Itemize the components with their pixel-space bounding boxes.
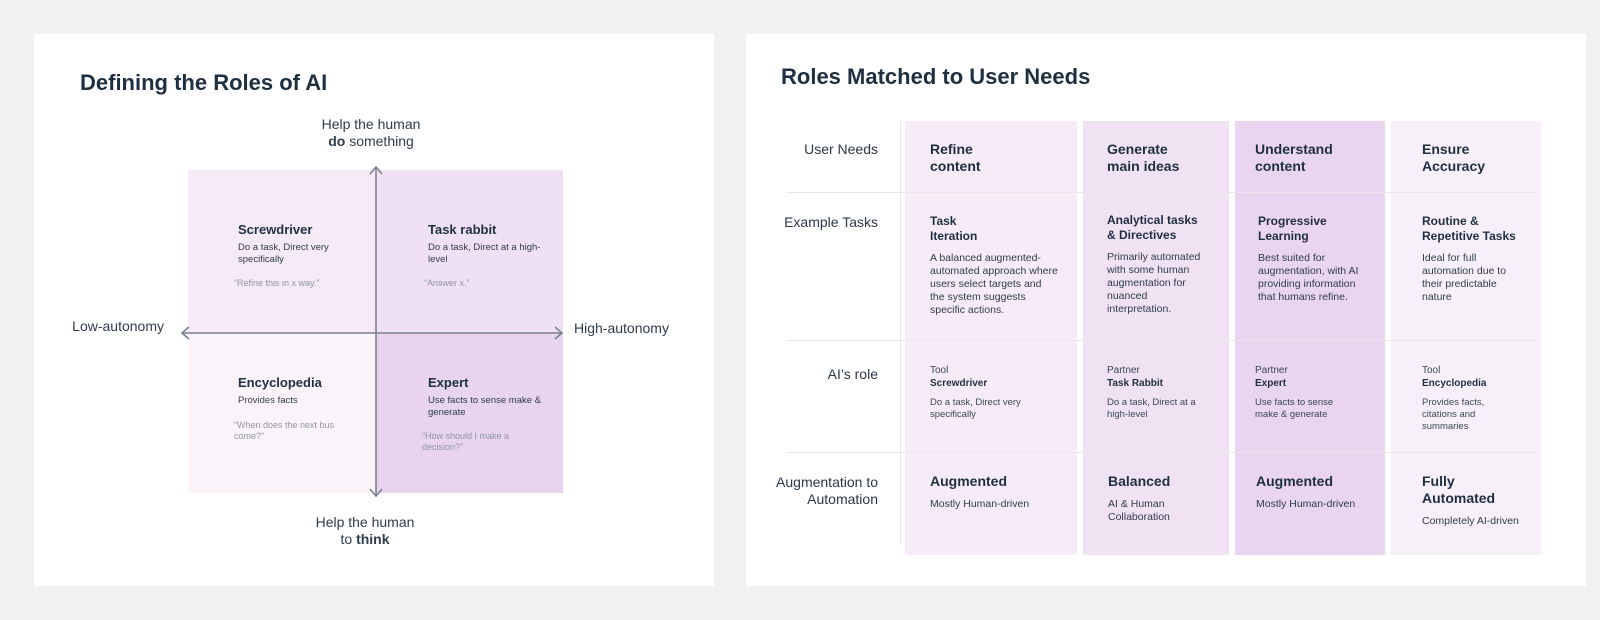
quadrant-screwdriver: Screwdriver Do a task, Direct very speci… — [188, 170, 376, 333]
axis-top-label: Help the human do something — [296, 116, 446, 150]
quadrant-quote: “Answer x.” — [424, 278, 470, 288]
column-background — [1083, 121, 1229, 555]
ai-role-name: Screwdriver — [930, 378, 988, 389]
quadrant-title: Encyclopedia — [238, 375, 322, 390]
arrow-right-icon — [554, 326, 564, 340]
example-task-title: Routine & Repetitive Tasks — [1422, 214, 1516, 243]
user-need: Generate main ideas — [1107, 141, 1180, 174]
example-task-description: Primarily automated with some human augm… — [1107, 251, 1201, 315]
axis-top-rest: something — [345, 133, 414, 149]
ai-role-description: Use facts to sense make & generate — [1255, 397, 1334, 420]
quadrant-quote: “When does the next bus come?” — [234, 420, 335, 441]
ai-role-kind: Partner — [1107, 365, 1140, 376]
ai-role-name: Expert — [1255, 378, 1287, 389]
axis-top-line1: Help the human — [321, 116, 421, 132]
example-task-description: Ideal for full automation due to their p… — [1422, 252, 1507, 303]
axis-right-label: High-autonomy — [574, 320, 669, 336]
augmentation-title: Augmented — [930, 473, 1007, 489]
axis-bottom-line2: to think — [290, 531, 440, 548]
example-task-title: Progressive Learning — [1258, 214, 1327, 243]
ai-role-description: Do a task, Direct very specifically — [930, 397, 1021, 420]
header-divider — [900, 121, 901, 545]
augmentation-title: Balanced — [1108, 473, 1171, 489]
example-task-title: Task Iteration — [930, 214, 978, 243]
axis-top-line2: do something — [296, 133, 446, 150]
example-task-description: Best suited for augmentation, with AI pr… — [1258, 252, 1359, 303]
augmentation-description: Mostly Human-driven — [1256, 498, 1356, 510]
augmentation-title: Fully Automated — [1422, 473, 1496, 506]
augmentation-level: Balanced AI & Human Collaboration — [1108, 473, 1238, 524]
row-header-example-tasks: Example Tasks — [784, 214, 878, 230]
roles-of-ai-panel: Defining the Roles of AI Help the human … — [34, 34, 714, 586]
quadrant-description: Do a task, Direct at a high-level — [428, 242, 541, 265]
ai-role: Tool Screwdriver Do a task, Direct very … — [930, 364, 1030, 421]
quadrant-encyclopedia: Encyclopedia Provides facts “When does t… — [188, 333, 376, 493]
ai-role-kind: Tool — [930, 365, 949, 376]
axis-bottom-line1: Help the human — [315, 514, 415, 530]
ai-role-name: Task Rabbit — [1107, 378, 1163, 389]
augmentation-level: Fully Automated Completely AI-driven — [1422, 473, 1552, 528]
row-divider — [786, 452, 1536, 453]
quadrant-task-rabbit: Task rabbit Do a task, Direct at a high-… — [376, 170, 563, 333]
roles-matched-panel: Roles Matched to User Needs User Needs E… — [746, 34, 1586, 586]
axis-top-bold: do — [328, 133, 346, 149]
quadrant-axes — [180, 165, 564, 498]
example-task: Routine & Repetitive Tasks Ideal for ful… — [1422, 214, 1532, 304]
example-task-title: Analytical tasks & Directives — [1107, 213, 1198, 242]
quadrant-title: Task rabbit — [428, 222, 497, 237]
row-header-augmentation: Augmentation to Automation — [776, 474, 878, 507]
axis-bottom-label: Help the human to think — [290, 514, 440, 548]
arrow-left-icon — [180, 326, 190, 340]
right-panel-title: Roles Matched to User Needs — [781, 64, 1091, 89]
column-background — [1235, 121, 1385, 555]
column-background — [1391, 121, 1541, 555]
ai-role-kind: Tool — [1422, 365, 1441, 376]
axis-bottom-pre: to — [340, 531, 357, 547]
user-need: Refine content — [930, 141, 981, 174]
augmentation-description: AI & Human Collaboration — [1108, 498, 1170, 523]
example-task: Task Iteration A balanced augmented-auto… — [930, 214, 1058, 317]
quadrant-title: Expert — [428, 375, 469, 390]
ai-role: Partner Expert Use facts to sense make &… — [1255, 364, 1355, 421]
axis-bottom-bold: think — [356, 531, 390, 547]
quadrant-description: Do a task, Direct very specifically — [238, 242, 329, 265]
row-divider — [786, 192, 1536, 193]
example-task-description: A balanced augmented-automated approach … — [930, 252, 1058, 316]
row-header-user-needs: User Needs — [804, 141, 878, 157]
arrow-up-icon — [369, 165, 383, 175]
user-need: Understand content — [1255, 141, 1333, 174]
axis-left-label: Low-autonomy — [72, 318, 164, 334]
ai-role: Partner Task Rabbit Do a task, Direct at… — [1107, 364, 1207, 421]
arrow-down-icon — [369, 488, 383, 498]
example-task: Analytical tasks & Directives Primarily … — [1107, 213, 1207, 316]
augmentation-level: Augmented Mostly Human-driven — [1256, 473, 1386, 511]
ai-role-name: Encyclopedia — [1422, 378, 1487, 389]
quadrant-quote: “How should I make a decision?” — [422, 431, 510, 452]
ai-role-description: Provides facts, citations and summaries — [1422, 397, 1485, 432]
ai-role: Tool Encyclopedia Provides facts, citati… — [1422, 364, 1502, 433]
quadrant-title: Screwdriver — [238, 222, 313, 237]
augmentation-description: Completely AI-driven — [1422, 515, 1519, 527]
quadrant-quote: “Refine this in x way.” — [234, 278, 320, 288]
quadrant-expert: Expert Use facts to sense make & generat… — [376, 333, 563, 493]
user-need: Ensure Accuracy — [1422, 141, 1486, 174]
augmentation-level: Augmented Mostly Human-driven — [930, 473, 1060, 511]
ai-role-description: Do a task, Direct at a high-level — [1107, 397, 1196, 420]
quadrant-description: Use facts to sense make & generate — [428, 395, 541, 418]
row-header-ai-role: AI’s role — [827, 366, 878, 382]
augmentation-title: Augmented — [1256, 473, 1333, 489]
example-task: Progressive Learning Best suited for aug… — [1258, 214, 1368, 304]
ai-role-kind: Partner — [1255, 365, 1288, 376]
quadrant-description: Provides facts — [238, 395, 298, 406]
left-panel-title: Defining the Roles of AI — [80, 70, 328, 95]
column-background — [905, 121, 1077, 555]
augmentation-description: Mostly Human-driven — [930, 498, 1030, 510]
row-divider — [786, 340, 1536, 341]
